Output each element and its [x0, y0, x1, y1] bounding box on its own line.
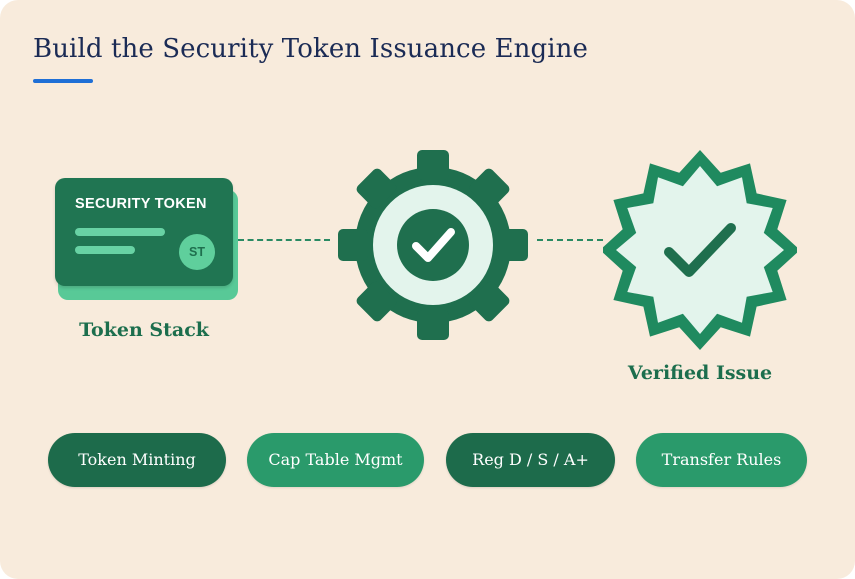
transfer-rules-pill[interactable]: Transfer Rules	[636, 433, 807, 487]
token-stack-caption: Token Stack	[79, 319, 209, 341]
gear-tooth	[469, 168, 510, 209]
checkmark-icon	[664, 223, 736, 277]
gear-tooth	[356, 168, 397, 209]
token-card-label: SECURITY TOKEN	[75, 196, 207, 212]
seal-inner-star	[616, 166, 784, 334]
gear-tooth	[356, 281, 397, 322]
token-minting-pill[interactable]: Token Minting	[48, 433, 226, 487]
connector-dashed-line	[537, 239, 603, 241]
gear-tooth	[498, 229, 528, 261]
token-card-line	[75, 246, 135, 254]
title-underline	[33, 79, 93, 83]
cap-table-mgmt-pill[interactable]: Cap Table Mgmt	[247, 433, 424, 487]
gear-tooth	[417, 150, 449, 180]
security-token-card: SECURITY TOKEN ST	[55, 178, 233, 286]
verified-issue-caption: Verified Issue	[627, 362, 773, 384]
gear-tooth	[417, 310, 449, 340]
token-badge: ST	[179, 234, 215, 270]
check-circle	[397, 209, 469, 281]
gear-check-icon	[338, 150, 528, 340]
checkmark-icon	[412, 228, 455, 262]
connector-dashed-line	[238, 239, 330, 241]
gear-tooth	[469, 281, 510, 322]
token-card-line	[75, 228, 165, 236]
gear-tooth	[338, 229, 368, 261]
reg-d-s-a-pill[interactable]: Reg D / S / A+	[446, 433, 615, 487]
verified-seal-icon	[603, 150, 797, 350]
page-title: Build the Security Token Issuance Engine	[33, 34, 588, 64]
